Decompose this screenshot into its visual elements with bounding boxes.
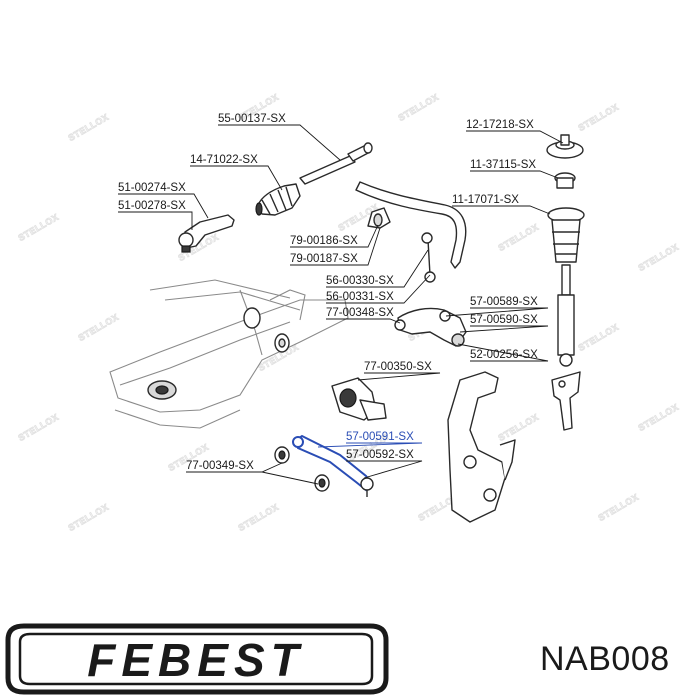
- label-55-00137: 55-00137-SX: [218, 113, 286, 125]
- label-51-00274: 51-00274-SX: [118, 182, 186, 194]
- watermark-mark: STELLOX: [497, 222, 541, 253]
- watermark-mark: STELLOX: [577, 322, 621, 353]
- small-bushing-right: [314, 474, 330, 492]
- tie-rod-end: [178, 214, 235, 253]
- label-11-37115: 11-37115-SX: [470, 159, 536, 171]
- lower-arm-highlighted: [292, 434, 374, 497]
- label-57-00592: 57-00592-SX: [346, 449, 414, 461]
- label-56-00330: 56-00330-SX: [326, 275, 394, 287]
- tie-rod: [299, 142, 373, 185]
- bracket: [551, 371, 581, 431]
- part-code: NAB008: [540, 640, 670, 678]
- watermark-mark: STELLOX: [17, 212, 61, 243]
- knuckle: [447, 371, 516, 523]
- leader-lines: [118, 124, 564, 485]
- label-11-17071: 11-17071-SX: [452, 194, 519, 206]
- small-bushing-left: [274, 446, 290, 464]
- lower-bushing: [331, 377, 387, 421]
- label-12-17218: 12-17218-SX: [466, 119, 534, 131]
- label-51-00278: 51-00278-SX: [118, 200, 186, 212]
- label-77-00348: 77-00348-SX: [326, 307, 394, 319]
- watermark-mark: STELLOX: [397, 92, 441, 123]
- watermark-mark: STELLOX: [17, 412, 61, 443]
- watermark-mark: STELLOX: [77, 312, 121, 343]
- label-57-00591: 57-00591-SX: [346, 431, 414, 443]
- label-57-00589: 57-00589-SX: [470, 296, 538, 308]
- subframe: [109, 279, 349, 429]
- watermark-mark: STELLOX: [577, 102, 621, 133]
- label-14-71022: 14-71022-SX: [190, 154, 258, 166]
- label-56-00331: 56-00331-SX: [326, 291, 394, 303]
- stabilizer-link: [421, 232, 436, 283]
- watermark-mark: STELLOX: [237, 502, 281, 533]
- watermark-mark: STELLOX: [67, 112, 111, 143]
- watermark-mark: STELLOX: [597, 492, 641, 523]
- label-79-00186: 79-00186-SX: [290, 235, 358, 247]
- label-57-00590: 57-00590-SX: [470, 314, 538, 326]
- watermark-mark: STELLOX: [67, 502, 111, 533]
- watermark-mark: STELLOX: [637, 402, 681, 433]
- stabilizer-bar: [355, 181, 467, 269]
- label-77-00349: 77-00349-SX: [186, 460, 254, 472]
- label-52-00256: 52-00256-SX: [470, 349, 538, 361]
- strut-boot-spring: [547, 207, 585, 263]
- upper-control-arm: [394, 307, 467, 347]
- watermark-mark: STELLOX: [497, 412, 541, 443]
- steering-boot: [255, 183, 301, 216]
- label-79-00187: 79-00187-SX: [290, 253, 358, 265]
- watermark-mark: STELLOX: [637, 242, 681, 273]
- part-labels: 55-00137-SX 14-71022-SX 51-00274-SX 51-0…: [118, 113, 538, 472]
- label-77-00350: 77-00350-SX: [364, 361, 432, 373]
- logo-wordmark: FEBEST: [87, 634, 304, 686]
- strut-mount: [546, 134, 584, 189]
- febest-logo: FEBEST: [5, 623, 389, 695]
- shock-absorber: [557, 264, 575, 367]
